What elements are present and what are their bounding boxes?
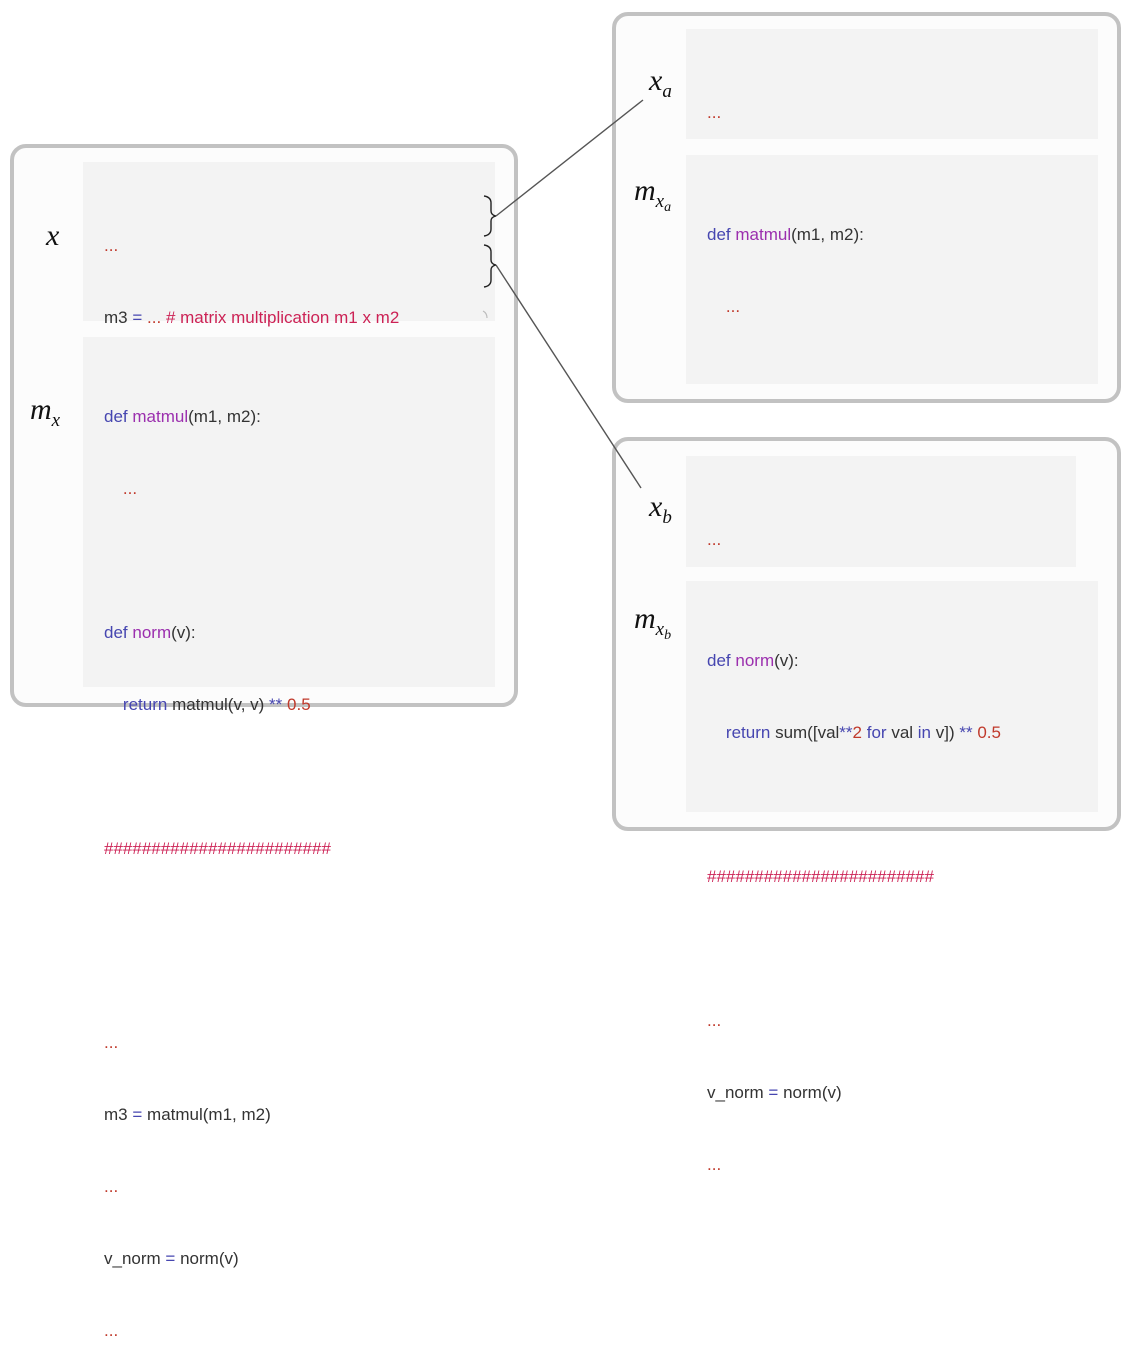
var-vnorm: v_norm bbox=[707, 1083, 764, 1102]
brace-tail bbox=[482, 310, 488, 319]
ellipsis: ... bbox=[725, 297, 741, 316]
kw-for: for bbox=[866, 723, 887, 742]
connector-line-a bbox=[495, 99, 644, 217]
ellipsis: ... bbox=[147, 308, 162, 327]
args: (m1, m2): bbox=[188, 407, 261, 426]
brace-top bbox=[483, 195, 497, 237]
ellipsis: ... bbox=[707, 1011, 722, 1030]
symbol-mxb: mxb bbox=[634, 604, 671, 643]
ellipsis: ... bbox=[122, 479, 138, 498]
args: (m1, m2): bbox=[791, 225, 864, 244]
symbol-sub-x: x bbox=[51, 410, 61, 431]
symbol-x: x bbox=[46, 221, 59, 251]
connector-line-b bbox=[495, 264, 642, 489]
pow-op: ** bbox=[269, 695, 283, 714]
symbol-sub-a: a bbox=[664, 200, 672, 215]
ellipsis: ... bbox=[104, 1321, 119, 1340]
ellipsis: ... bbox=[104, 1177, 119, 1196]
kw-return: return bbox=[725, 723, 771, 742]
connectors bbox=[482, 99, 644, 489]
eq-op: = bbox=[165, 1249, 176, 1268]
kw-def: def bbox=[104, 407, 128, 426]
comment: # matrix multiplication m1 x m2 bbox=[165, 308, 400, 327]
symbol-m-text: m bbox=[634, 602, 656, 635]
eq-op: = bbox=[768, 1083, 779, 1102]
symbol-sub-a: a bbox=[662, 81, 672, 102]
var-val: val bbox=[891, 723, 914, 742]
var-m3: m3 bbox=[104, 1105, 128, 1124]
kw-def: def bbox=[707, 651, 731, 670]
kw-return: return bbox=[122, 695, 168, 714]
fn-norm: norm bbox=[132, 623, 172, 642]
symbol-sub-x: x bbox=[655, 619, 665, 640]
fn-norm: norm bbox=[735, 651, 775, 670]
var-vnorm: v_norm bbox=[104, 1249, 161, 1268]
symbol-m-text: m bbox=[634, 174, 656, 207]
symbol-sub-b: b bbox=[664, 628, 672, 643]
eq-op: = bbox=[132, 1105, 143, 1124]
num-half: 0.5 bbox=[977, 723, 1001, 742]
ellipsis: ... bbox=[104, 236, 119, 255]
ellipsis: ... bbox=[104, 1033, 119, 1052]
args: (v): bbox=[171, 623, 196, 642]
fn-matmul: matmul bbox=[735, 225, 792, 244]
call-norm: norm(v) bbox=[180, 1249, 239, 1268]
v-close: v]) bbox=[935, 723, 955, 742]
symbol-sub-x: x bbox=[655, 191, 665, 212]
pow-op: ** bbox=[839, 723, 853, 742]
kw-def: def bbox=[707, 225, 731, 244]
eq-op: = bbox=[132, 308, 143, 327]
ellipsis: ... bbox=[707, 103, 722, 122]
symbol-m-text: m bbox=[30, 393, 52, 426]
symbol-x-text: x bbox=[649, 64, 663, 97]
call-norm: norm(v) bbox=[783, 1083, 842, 1102]
num-two: 2 bbox=[852, 723, 862, 742]
sum-open: sum([val bbox=[775, 723, 840, 742]
fn-matmul: matmul bbox=[132, 407, 189, 426]
var-m3: m3 bbox=[104, 308, 128, 327]
args: (v): bbox=[774, 651, 799, 670]
kw-in: in bbox=[917, 723, 932, 742]
ellipsis: ... bbox=[707, 530, 722, 549]
symbol-mx: mx bbox=[30, 393, 61, 431]
separator: ######################## bbox=[707, 867, 934, 886]
symbol-sub-b: b bbox=[662, 507, 672, 528]
symbol-x-text: x bbox=[649, 490, 663, 523]
code-block-mxb: def norm(v): return sum([val**2 for val … bbox=[686, 581, 1098, 1174]
pow-op: ** bbox=[959, 723, 973, 742]
call-matmul: matmul(m1, m2) bbox=[147, 1105, 271, 1124]
symbol-mxa: mxa bbox=[634, 176, 671, 215]
kw-def: def bbox=[104, 623, 128, 642]
symbol-xb: xb bbox=[649, 490, 672, 528]
symbol-x-text: x bbox=[46, 219, 60, 252]
brace-bottom bbox=[483, 244, 497, 288]
ellipsis: ... bbox=[707, 1155, 722, 1174]
num-half: 0.5 bbox=[287, 695, 311, 714]
symbol-xa: xa bbox=[649, 64, 672, 102]
call-matmul: matmul(v, v) bbox=[172, 695, 265, 714]
